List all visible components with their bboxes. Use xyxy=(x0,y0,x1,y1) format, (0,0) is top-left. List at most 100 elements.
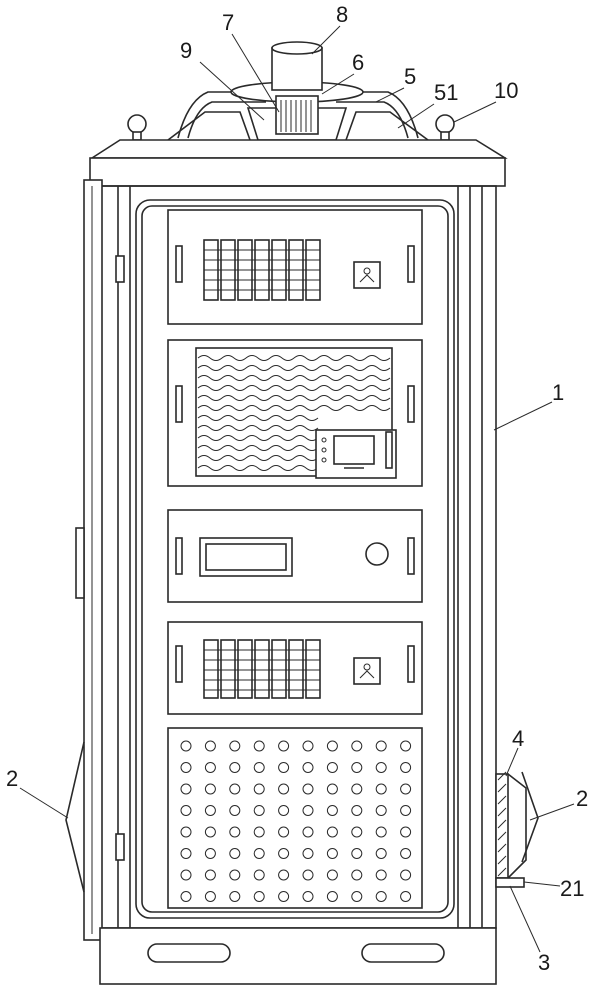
perforation-hole xyxy=(180,740,192,752)
vent-grille-top xyxy=(203,239,321,301)
perforation-hole xyxy=(253,805,265,816)
perforation-hole xyxy=(326,869,338,881)
perforation-hole xyxy=(351,805,363,816)
perforation-hole xyxy=(180,826,192,838)
perforation-hole xyxy=(204,891,216,902)
perforation-hole xyxy=(375,869,387,881)
perforation-hole xyxy=(302,869,314,881)
label-2-left: 2 xyxy=(6,766,18,791)
perforation-hole xyxy=(326,762,338,773)
label-6: 6 xyxy=(352,50,364,75)
perforation-hole xyxy=(400,869,412,881)
perforation-hole xyxy=(278,762,290,773)
perforation-hole xyxy=(278,848,290,859)
perforation-hole xyxy=(278,869,290,881)
perforation-hole xyxy=(302,783,314,795)
perforation-hole xyxy=(400,805,412,816)
vent-grille-bottom xyxy=(203,639,321,699)
perforation-hole xyxy=(326,848,338,859)
perforation-hole xyxy=(253,848,265,859)
perforation-hole xyxy=(180,805,192,816)
perforation-hole xyxy=(253,740,265,752)
module-vent-bottom xyxy=(167,621,423,715)
perforation-hole xyxy=(204,762,216,773)
perforation-hole xyxy=(180,891,192,902)
lifting-ring-right xyxy=(435,114,455,141)
perforation-hole xyxy=(180,783,192,795)
perforation-hole xyxy=(302,826,314,838)
perforation-hole xyxy=(400,740,412,752)
perforation-hole xyxy=(351,848,363,859)
perforation-hole xyxy=(204,826,216,838)
knob-icon xyxy=(365,542,389,566)
perforation-hole xyxy=(375,783,387,795)
perforation-hole xyxy=(204,783,216,795)
fan-icon xyxy=(353,657,381,685)
wavy-fins xyxy=(197,355,391,471)
perforation-hole xyxy=(351,783,363,795)
lifting-ring-left xyxy=(127,114,147,141)
fan-icon xyxy=(353,261,381,289)
perforation-hole xyxy=(278,783,290,795)
cabinet-roof xyxy=(89,139,508,187)
perforation-hole xyxy=(278,891,290,902)
perforation-hole xyxy=(204,848,216,859)
perforation-hole xyxy=(351,762,363,773)
perforation-hole xyxy=(229,869,241,881)
perforation-hole xyxy=(229,762,241,773)
side-bracket-right xyxy=(495,771,527,888)
perforation-hole xyxy=(326,805,338,816)
lifting-handle xyxy=(167,91,429,141)
perforation-hole xyxy=(351,826,363,838)
perforation-hole xyxy=(253,826,265,838)
perforation-hole xyxy=(351,740,363,752)
label-51: 51 xyxy=(434,80,458,105)
perforated-panel xyxy=(167,727,423,909)
module-heat-exchanger xyxy=(167,339,423,487)
side-pad-left xyxy=(65,741,85,893)
perforation-hole xyxy=(326,740,338,752)
label-5: 5 xyxy=(404,64,416,89)
perforation-hole xyxy=(229,891,241,902)
perforation-hole xyxy=(400,762,412,773)
perforation-hole xyxy=(326,826,338,838)
perforation-hole xyxy=(229,783,241,795)
perforation-hole xyxy=(204,740,216,752)
perforation-hole xyxy=(326,783,338,795)
label-9: 9 xyxy=(180,38,192,63)
perforation-hole xyxy=(253,869,265,881)
perforation-hole xyxy=(375,891,387,902)
control-display xyxy=(315,429,397,479)
perforation-hole xyxy=(375,848,387,859)
label-4: 4 xyxy=(512,726,524,751)
perforation-hole xyxy=(375,740,387,752)
perforation-hole xyxy=(400,891,412,902)
label-21: 21 xyxy=(560,876,584,901)
perforation-hole xyxy=(180,762,192,773)
perforation-hole xyxy=(229,805,241,816)
module-vent-top xyxy=(167,209,423,325)
perforation-hole xyxy=(302,848,314,859)
perforation-hole xyxy=(302,805,314,816)
perforation-hole xyxy=(204,869,216,881)
lcd-window xyxy=(199,537,293,577)
cabinet-body xyxy=(99,185,497,929)
label-8: 8 xyxy=(336,2,348,27)
perforation-hole xyxy=(180,869,192,881)
perforation-hole xyxy=(278,740,290,752)
leader-lines xyxy=(19,25,575,953)
perforation-hole xyxy=(351,869,363,881)
perforation-hole xyxy=(351,891,363,902)
perforation-hole xyxy=(253,762,265,773)
perforation-hole xyxy=(278,826,290,838)
module-display-panel xyxy=(167,509,423,603)
perforation-hole xyxy=(400,783,412,795)
side-pad-right xyxy=(521,771,539,863)
perforation-hole xyxy=(229,740,241,752)
perforation-hole xyxy=(253,783,265,795)
perforation-hole xyxy=(302,740,314,752)
perforation-hole xyxy=(302,891,314,902)
spring-coil xyxy=(275,95,319,135)
